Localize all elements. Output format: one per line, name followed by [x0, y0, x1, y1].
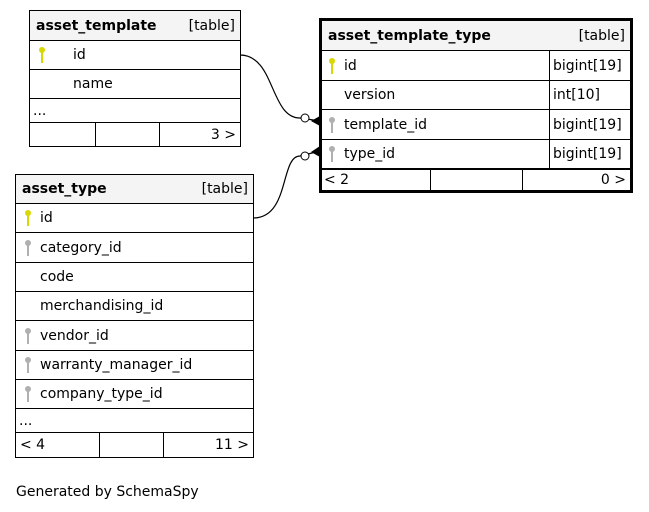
- children-count[interactable]: 11 >: [163, 433, 253, 457]
- column-row[interactable]: id: [30, 41, 240, 70]
- parents-count[interactable]: < 4: [20, 437, 46, 453]
- column-row[interactable]: name: [30, 70, 240, 99]
- column-name: id: [73, 47, 86, 63]
- foreign-key-icon: [22, 356, 34, 374]
- footer-spacer: [430, 170, 522, 190]
- column-row[interactable]: id bigint[19]: [322, 51, 630, 81]
- more-columns: ...: [30, 99, 240, 123]
- table-footer: < 2 0 >: [322, 169, 630, 190]
- column-name: version: [344, 87, 396, 103]
- column-row[interactable]: warranty_manager_id: [16, 351, 253, 380]
- foreign-key-icon: [22, 239, 34, 257]
- footer-spacer: [99, 433, 163, 457]
- children-count[interactable]: 3 >: [159, 123, 240, 146]
- column-row[interactable]: vendor_id: [16, 321, 253, 351]
- foreign-key-icon: [22, 327, 34, 345]
- table-name: asset_template: [36, 17, 157, 34]
- children-count[interactable]: 0 >: [522, 170, 630, 190]
- table-header: asset_type [table]: [16, 175, 253, 204]
- primary-key-icon: [36, 46, 48, 64]
- column-name: merchandising_id: [40, 298, 164, 314]
- primary-key-icon: [22, 209, 34, 227]
- column-row[interactable]: code: [16, 263, 253, 292]
- column-name: id: [40, 210, 53, 226]
- table-kind: [table]: [188, 17, 235, 34]
- edge-zero-marker: [300, 113, 310, 123]
- table-footer: < 4 11 >: [16, 433, 253, 457]
- column-type: int[10]: [549, 81, 630, 109]
- column-row[interactable]: category_id: [16, 233, 253, 263]
- column-row[interactable]: type_id bigint[19]: [322, 140, 630, 169]
- column-name: category_id: [40, 239, 122, 256]
- edge-type-id: [252, 150, 321, 219]
- column-row[interactable]: company_type_id: [16, 380, 253, 409]
- parents-count[interactable]: [30, 123, 95, 146]
- column-row[interactable]: template_id bigint[19]: [322, 110, 630, 140]
- edge-crow-marker: [311, 146, 320, 157]
- table-name: asset_template_type: [328, 27, 491, 44]
- table-header: asset_template [table]: [30, 11, 240, 41]
- table-kind: [table]: [578, 27, 625, 44]
- table-name: asset_type: [22, 181, 107, 197]
- generated-by-text: Generated by SchemaSpy: [16, 484, 199, 500]
- column-type: bigint[19]: [549, 110, 630, 139]
- column-type: bigint[19]: [549, 51, 630, 80]
- foreign-key-icon: [326, 145, 338, 163]
- edge-template-id: [239, 54, 321, 122]
- column-row[interactable]: version int[10]: [322, 81, 630, 110]
- primary-key-icon: [326, 57, 338, 75]
- column-name: name: [73, 76, 113, 92]
- column-name: code: [40, 269, 74, 285]
- column-name: warranty_manager_id: [40, 357, 193, 373]
- table-asset-template[interactable]: asset_template [table] id name ... 3 >: [29, 10, 241, 147]
- column-name: type_id: [344, 146, 396, 162]
- column-name: id: [344, 57, 357, 74]
- footer-spacer: [95, 123, 159, 146]
- table-footer: 3 >: [30, 123, 240, 146]
- table-kind: [table]: [201, 181, 248, 197]
- parents-count[interactable]: < 2: [324, 172, 350, 188]
- ellipsis: ...: [19, 412, 33, 429]
- more-columns: ...: [16, 409, 253, 433]
- foreign-key-icon: [326, 116, 338, 134]
- foreign-key-icon: [22, 385, 34, 403]
- table-header: asset_template_type [table]: [322, 21, 630, 51]
- column-type: bigint[19]: [549, 140, 630, 168]
- column-row[interactable]: id: [16, 204, 253, 233]
- edge-crow-marker: [311, 116, 320, 126]
- column-name: template_id: [344, 116, 427, 133]
- ellipsis: ...: [33, 102, 47, 119]
- column-name: company_type_id: [40, 386, 163, 402]
- column-name: vendor_id: [40, 327, 109, 344]
- edge-zero-marker: [300, 151, 310, 161]
- column-row[interactable]: merchandising_id: [16, 292, 253, 321]
- table-asset-type[interactable]: asset_type [table] id category_id code me…: [15, 174, 254, 458]
